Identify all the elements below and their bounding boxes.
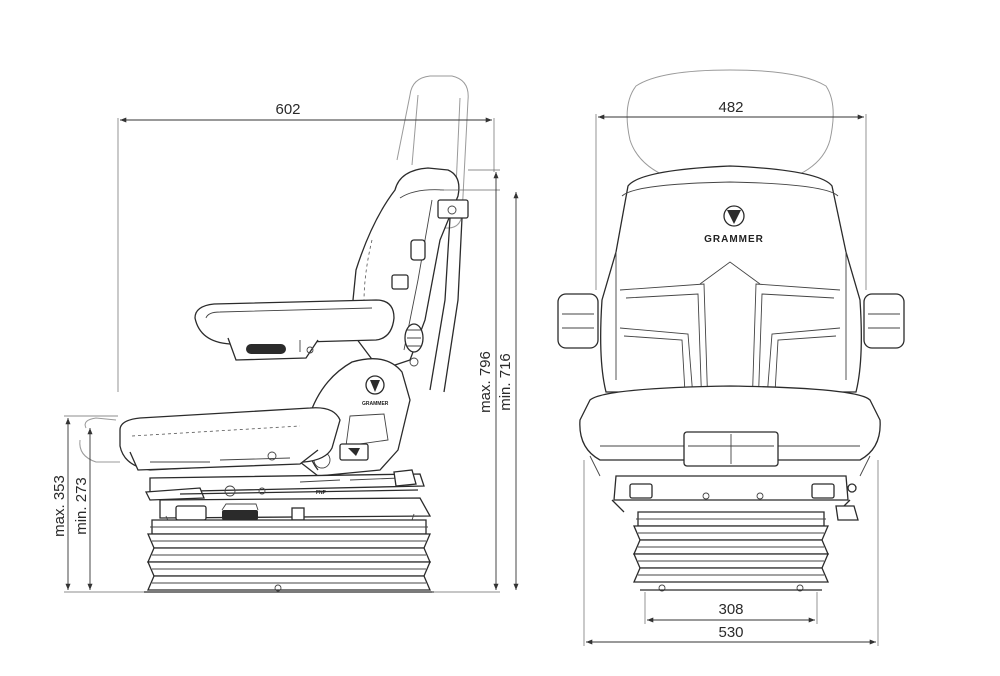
front-width-label: 482: [718, 99, 743, 116]
side-armrest: [194, 299, 395, 361]
side-lumbar-knob: [410, 239, 426, 261]
front-frame: [611, 475, 859, 521]
side-height-dimension: max. 796 min. 716: [432, 169, 519, 593]
side-suspension-dimension: max. 353 min. 273: [51, 415, 144, 593]
front-backrest: GRAMMER: [600, 165, 862, 411]
side-recline-knob: [404, 323, 424, 367]
side-view: GRAMMER FNP: [51, 75, 519, 593]
svg-text:FNP: FNP: [316, 490, 327, 496]
front-width-dimension: 482: [595, 99, 867, 290]
side-depth-label: 602: [275, 101, 300, 118]
side-slide-rails: FNP: [144, 469, 425, 501]
side-height-min-label: min. 716: [497, 353, 514, 411]
side-armrest-handle: [246, 344, 286, 354]
side-suspension-max-label: max. 353: [51, 475, 68, 537]
side-height-max-label: max. 796: [477, 351, 494, 413]
front-bellows: [633, 511, 829, 592]
front-seat-cushion: [579, 385, 881, 477]
front-brand-text: GRAMMER: [704, 234, 764, 245]
side-seat-cushion: [79, 407, 341, 471]
front-base-inner-dimension: 308: [644, 592, 818, 624]
side-suspension-min-label: min. 273: [73, 477, 90, 535]
front-base-inner-label: 308: [718, 601, 743, 618]
side-backrest-label-plate: [391, 274, 409, 290]
front-armrest-right: [863, 293, 905, 349]
front-headrest-outline: [626, 69, 834, 191]
front-base-outer-label: 530: [718, 624, 743, 641]
front-base-outer-dimension: 530: [583, 460, 879, 646]
front-view: GRAMMER: [557, 69, 905, 646]
front-armrest-left: [557, 293, 599, 349]
front-side-lever: [847, 483, 857, 493]
side-bellows: [144, 519, 434, 593]
side-height-lever: [222, 510, 258, 520]
side-brand-text: GRAMMER: [362, 401, 389, 407]
side-depth-dimension: 602: [117, 101, 495, 392]
